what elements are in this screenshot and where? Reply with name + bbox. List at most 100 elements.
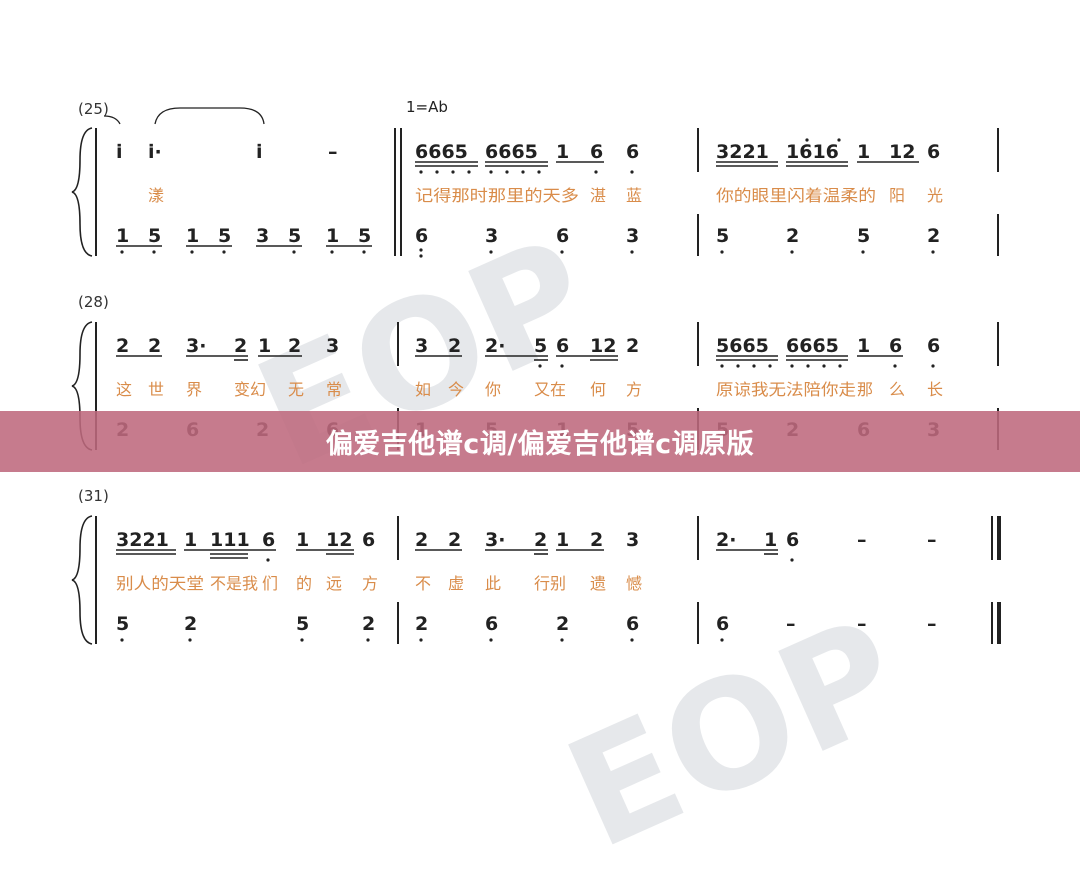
note: 2	[448, 529, 461, 551]
note: i̇	[116, 141, 123, 163]
note: 2	[148, 335, 161, 357]
note: 3	[326, 335, 339, 357]
lyric: 何	[590, 380, 606, 399]
note-group: 6665	[415, 141, 468, 163]
note: 3·	[186, 335, 206, 357]
lyric: 又在	[534, 380, 566, 399]
note: 5	[288, 225, 301, 247]
lyric: 方	[362, 574, 378, 593]
system-31: (31) 3221 1 111 6 1 12 6 2 2 3· 2 1 2 3 …	[71, 487, 1001, 645]
lyric: 方	[626, 380, 642, 399]
note: 3	[626, 225, 639, 247]
note: 3	[415, 335, 428, 357]
note-group: 12	[326, 529, 352, 551]
note: 6	[262, 529, 275, 551]
note: 1	[186, 225, 199, 247]
note: 2·	[716, 529, 736, 551]
note: 6	[556, 335, 569, 357]
measure-number: (28)	[78, 293, 109, 311]
note: 6	[927, 141, 940, 163]
lyric: 么	[889, 380, 905, 399]
note: 1	[857, 141, 870, 163]
note: 5	[358, 225, 371, 247]
lyric: 无	[288, 380, 304, 399]
note: 1	[764, 529, 777, 551]
lyric: 蓝	[626, 186, 642, 205]
lyric: 们	[262, 574, 278, 593]
note: 2	[448, 335, 461, 357]
key-signature: 1=Ab	[406, 98, 448, 116]
lyric: 遗	[590, 574, 606, 593]
note: –	[857, 529, 867, 551]
lyric: 原谅我无法陪你走	[716, 380, 856, 399]
note: 2	[590, 529, 603, 551]
note: 1	[556, 141, 569, 163]
note: 2	[534, 529, 547, 551]
lyric: 光	[927, 186, 943, 205]
lyric: 变幻	[234, 380, 266, 399]
lyric: 今	[448, 380, 464, 399]
note: 1	[258, 335, 271, 357]
lyric: 虚	[448, 574, 464, 593]
note-group: 12	[590, 335, 616, 357]
note: –	[857, 613, 867, 635]
lyric: 你的眼里闪着温柔的	[716, 186, 876, 205]
lyric: 阳	[889, 186, 905, 205]
note: 2	[556, 613, 569, 635]
lyric: 的	[296, 574, 312, 593]
lyric: 不是我	[210, 574, 258, 593]
note: 2	[786, 225, 799, 247]
measure-number: (25)	[78, 100, 109, 118]
lyric: 此	[485, 574, 501, 593]
note: 6	[716, 613, 729, 635]
slur	[154, 107, 265, 125]
title-banner: 偏爱吉他谱c调/偏爱吉他谱c调原版	[0, 411, 1080, 472]
note: 6	[889, 335, 902, 357]
note: 2	[288, 335, 301, 357]
note: 6	[927, 335, 940, 357]
note: 5	[716, 225, 729, 247]
lyric: 湛	[590, 186, 606, 205]
lyric: 如	[415, 380, 431, 399]
note: i̇	[256, 141, 263, 163]
lyric: 长	[927, 380, 943, 399]
note: 2	[234, 335, 247, 357]
tie	[103, 115, 121, 125]
note: –	[786, 613, 796, 635]
note: 2·	[485, 335, 505, 357]
note: 5	[116, 613, 129, 635]
lyric: 你	[485, 380, 501, 399]
system-25: (25) 1=Ab i̇ i̇· i̇ – 6665 6665 1 6 6 32…	[71, 98, 999, 258]
note: 6	[626, 613, 639, 635]
watermark-lower: EOP	[544, 586, 925, 883]
note: 6	[485, 613, 498, 635]
lyric: 常	[326, 380, 342, 399]
note: 6	[556, 225, 569, 247]
note: 5	[296, 613, 309, 635]
brace	[71, 515, 93, 645]
note: 1	[857, 335, 870, 357]
lyric: 这	[116, 380, 132, 399]
note-group: 12	[889, 141, 915, 163]
note: 2	[184, 613, 197, 635]
lyric: 漾	[148, 186, 164, 205]
lyric: 那	[857, 380, 873, 399]
brace	[71, 127, 93, 257]
note: 2	[415, 529, 428, 551]
note: 5	[218, 225, 231, 247]
lyric: 憾	[626, 574, 642, 593]
note: –	[927, 613, 937, 635]
note: 2	[927, 225, 940, 247]
note-group: 1616	[786, 141, 839, 163]
note-group: 3221	[716, 141, 769, 163]
note: 6	[590, 141, 603, 163]
note-group: 6665	[786, 335, 839, 357]
lyric: 界	[186, 380, 202, 399]
lyric: 不	[415, 574, 431, 593]
lyric: 远	[326, 574, 342, 593]
note: 1	[184, 529, 197, 551]
note: 2	[415, 613, 428, 635]
note: –	[927, 529, 937, 551]
note: 1	[116, 225, 129, 247]
note: 2	[626, 335, 639, 357]
